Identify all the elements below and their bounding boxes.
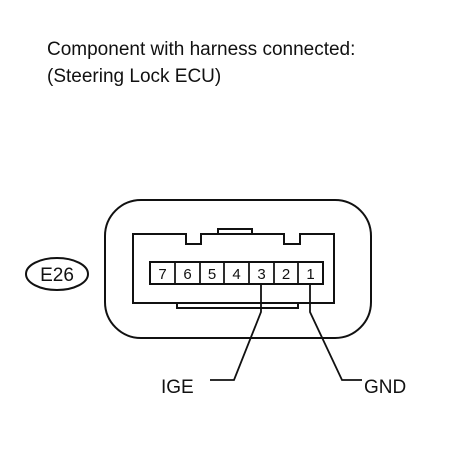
pin-label-7: 7 bbox=[158, 266, 166, 283]
pin-label-5: 5 bbox=[208, 266, 216, 283]
connector-bottom-lip bbox=[176, 303, 299, 309]
pin-label-2: 2 bbox=[282, 266, 290, 283]
gnd-label: GND bbox=[364, 377, 406, 398]
caption-line-2: (Steering Lock ECU) bbox=[47, 66, 222, 87]
connector-housing bbox=[104, 199, 372, 339]
connector-key-tab bbox=[217, 228, 253, 234]
pin-label-4: 4 bbox=[232, 266, 240, 283]
ige-leader-line bbox=[210, 284, 262, 381]
connector-code: E26 bbox=[40, 265, 74, 286]
pin-label-1: 1 bbox=[306, 266, 314, 283]
caption-line-1: Component with harness connected: bbox=[47, 39, 356, 60]
connector-code-ellipse bbox=[25, 257, 89, 291]
pin-label-3: 3 bbox=[257, 266, 265, 283]
pin-label-6: 6 bbox=[183, 266, 191, 283]
gnd-leader-line bbox=[309, 284, 362, 381]
connector-inner-body bbox=[132, 233, 335, 304]
diagram-caption: Component with harness connected: (Steer… bbox=[47, 36, 355, 90]
ige-label: IGE bbox=[161, 377, 194, 398]
